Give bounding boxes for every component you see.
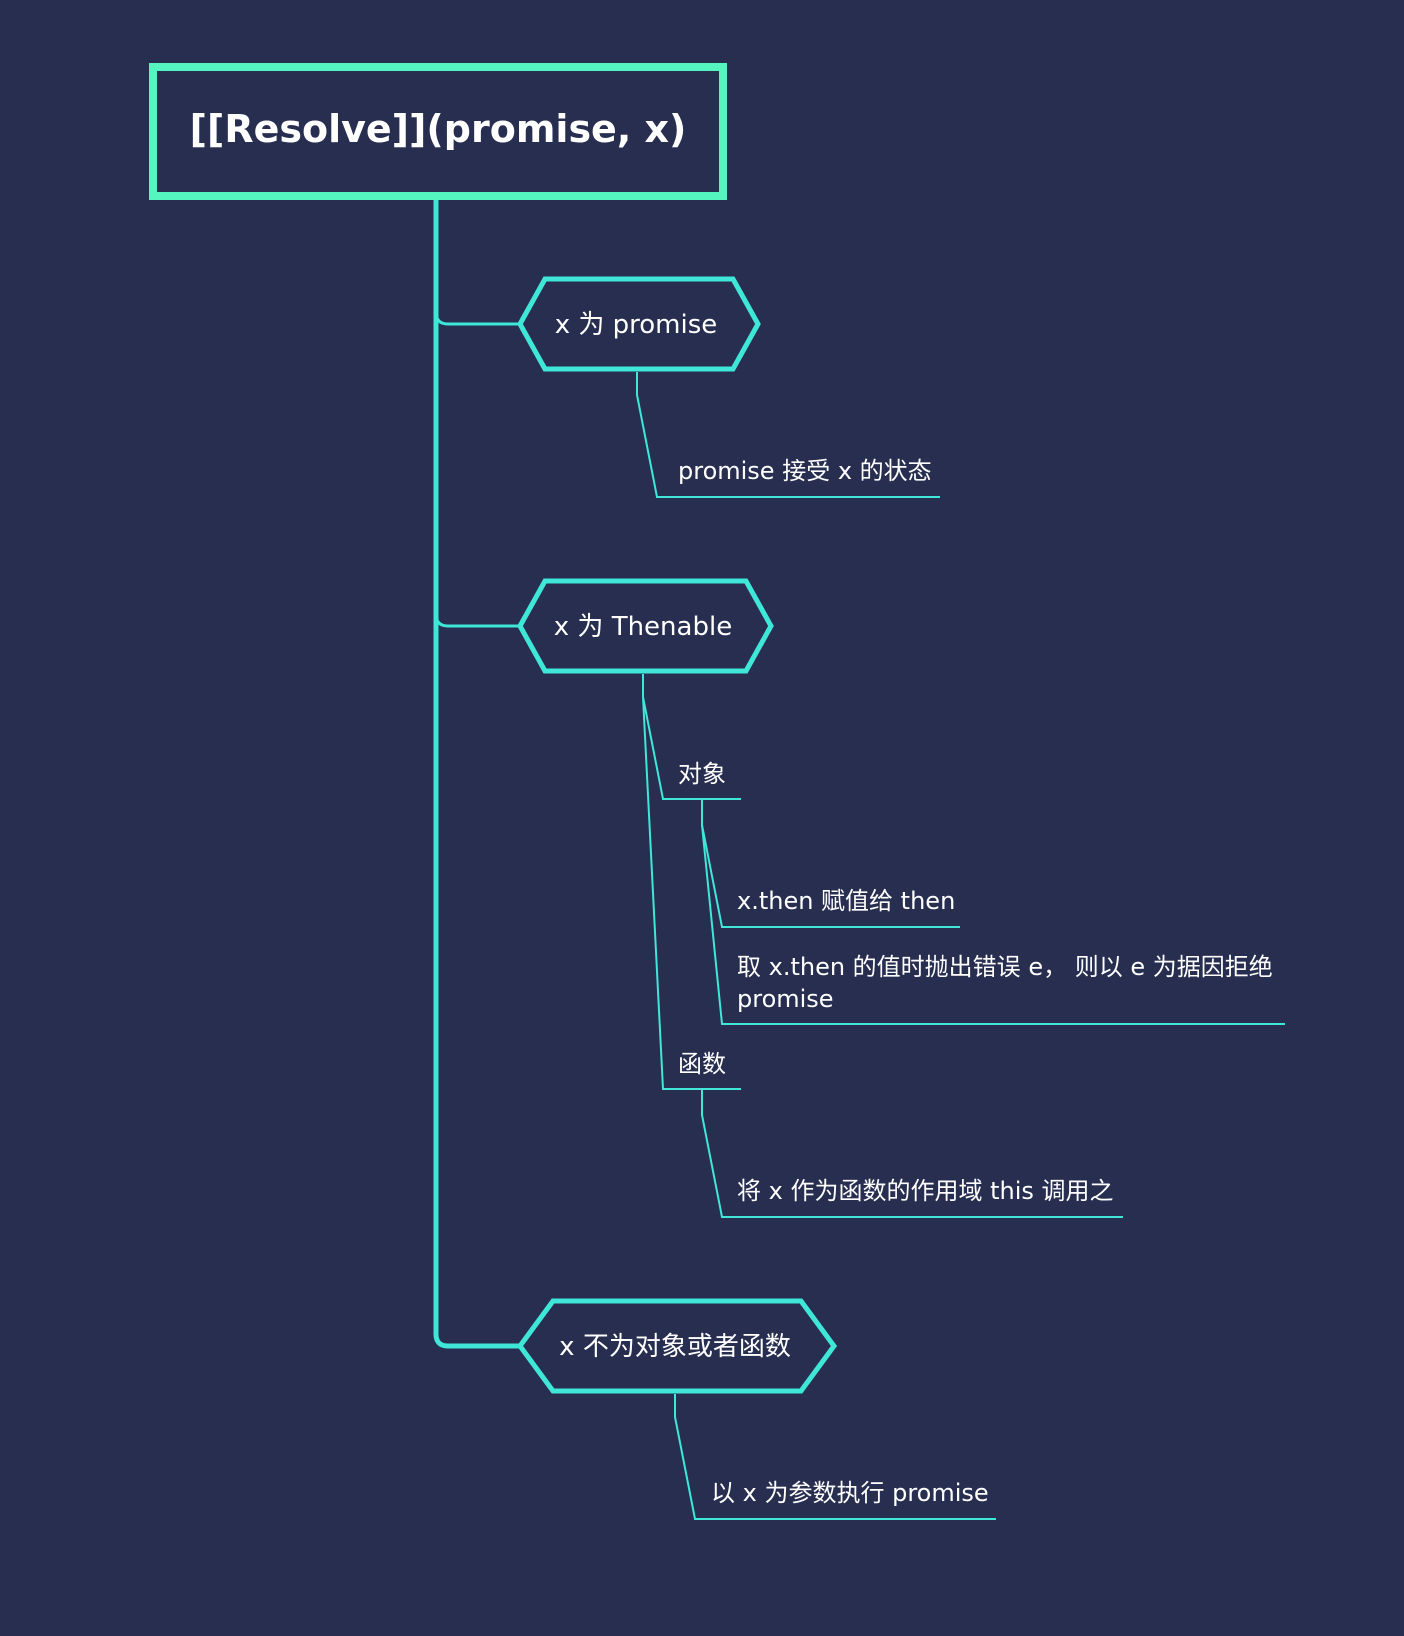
main-trunk-line [433, 195, 523, 1349]
leaf-promise-adopts-state: promise 接受 x 的状态 [678, 457, 932, 485]
root-node-box [149, 63, 727, 200]
branch-connector-2 [434, 613, 520, 628]
leaf-connector-promise-adopts-state [636, 372, 940, 498]
root-node-label: [[Resolve]](promise, x) [190, 107, 687, 151]
sub-connector-function [642, 696, 741, 1090]
branch-node-x-is-promise-label: x 为 promise [555, 310, 718, 340]
leaf-connector-fulfill-with-x [674, 1394, 996, 1520]
branch-node-x-not-object-or-function[interactable]: x 不为对象或者函数 [516, 1298, 838, 1394]
branch-node-x-is-promise[interactable]: x 为 promise [517, 276, 761, 372]
leaf-connector-throw-error [701, 824, 1285, 1025]
leaf-throw-error-line1: 取 x.then 的值时抛出错误 e， 则以 e 为据因拒绝 [737, 953, 1273, 981]
sub-node-function-label: 函数 [678, 1050, 726, 1078]
branch-node-x-is-thenable-label: x 为 Thenable [554, 612, 732, 642]
root-node[interactable]: [[Resolve]](promise, x) [149, 63, 727, 200]
branch-node-x-is-thenable-shape [517, 578, 774, 674]
leaf-assign-then: x.then 赋值给 then [737, 887, 955, 915]
leaf-connector-call-as-this [701, 1089, 1123, 1218]
leaf-call-as-this: 将 x 作为函数的作用域 this 调用之 [737, 1177, 1114, 1205]
branch-node-x-is-promise-shape [517, 276, 761, 372]
branch-node-x-is-thenable[interactable]: x 为 Thenable [517, 578, 774, 674]
branch-node-x-not-object-or-function-shape [516, 1298, 838, 1394]
branch-node-x-not-object-or-function-label: x 不为对象或者函数 [559, 1332, 791, 1362]
leaf-fulfill-with-x: 以 x 为参数执行 promise [711, 1479, 989, 1507]
sub-node-object-label: 对象 [678, 760, 726, 788]
branch-connector-1 [434, 311, 520, 326]
leaf-throw-error-line2: promise [737, 985, 834, 1013]
leaf-connector-assign-then [701, 799, 960, 928]
